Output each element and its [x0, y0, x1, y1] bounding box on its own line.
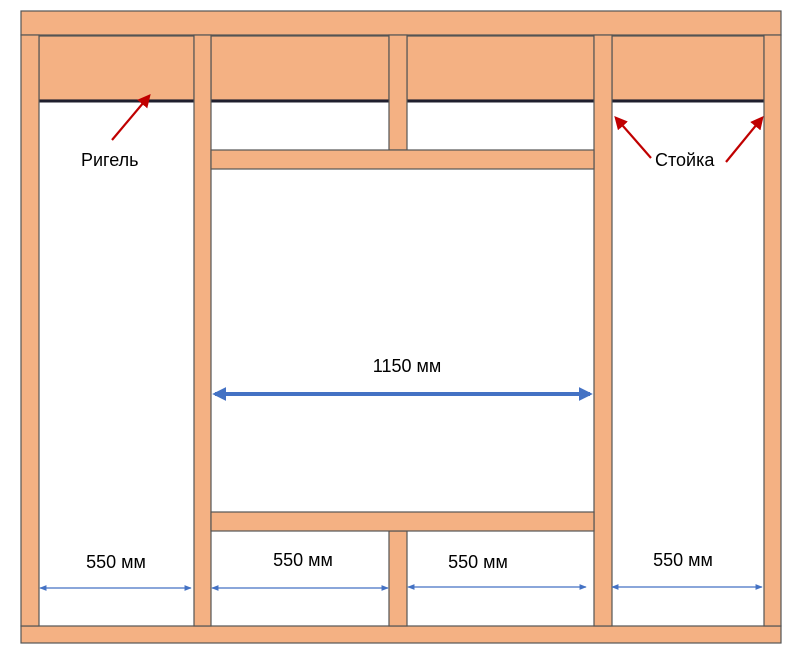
lintel-bay2: [210, 35, 390, 101]
bay1-dimension-label: 550 мм: [86, 552, 146, 572]
stud-short-bottom: [388, 530, 408, 627]
center-dimension-label: 1150 мм: [373, 356, 441, 376]
bottom-plate: [20, 625, 782, 644]
rigel-label: Ригель: [81, 150, 139, 170]
opening-sill: [210, 511, 595, 532]
stoyka-label: Стойка: [655, 150, 715, 170]
stoyka-pointer-arrow-left: [614, 116, 652, 159]
stoyka-pointer-arrow-right: [725, 115, 764, 163]
rigel-pointer-arrow: [111, 93, 151, 141]
lintel-bay3: [406, 35, 595, 101]
stud-left-outer: [20, 34, 40, 627]
bay2-dimension-label: 550 мм: [273, 550, 333, 570]
bay3-dimension-label: 550 мм: [448, 552, 508, 572]
lintel-bay1: [38, 35, 195, 101]
opening-header: [210, 149, 595, 170]
stud-2: [193, 34, 212, 627]
stud-right-outer: [763, 34, 782, 627]
stud-short-top: [388, 34, 408, 151]
stud-4: [593, 34, 613, 627]
bay4-dimension-label: 550 мм: [653, 550, 713, 570]
top-plate: [20, 10, 782, 36]
lintel-bay4: [611, 35, 765, 101]
